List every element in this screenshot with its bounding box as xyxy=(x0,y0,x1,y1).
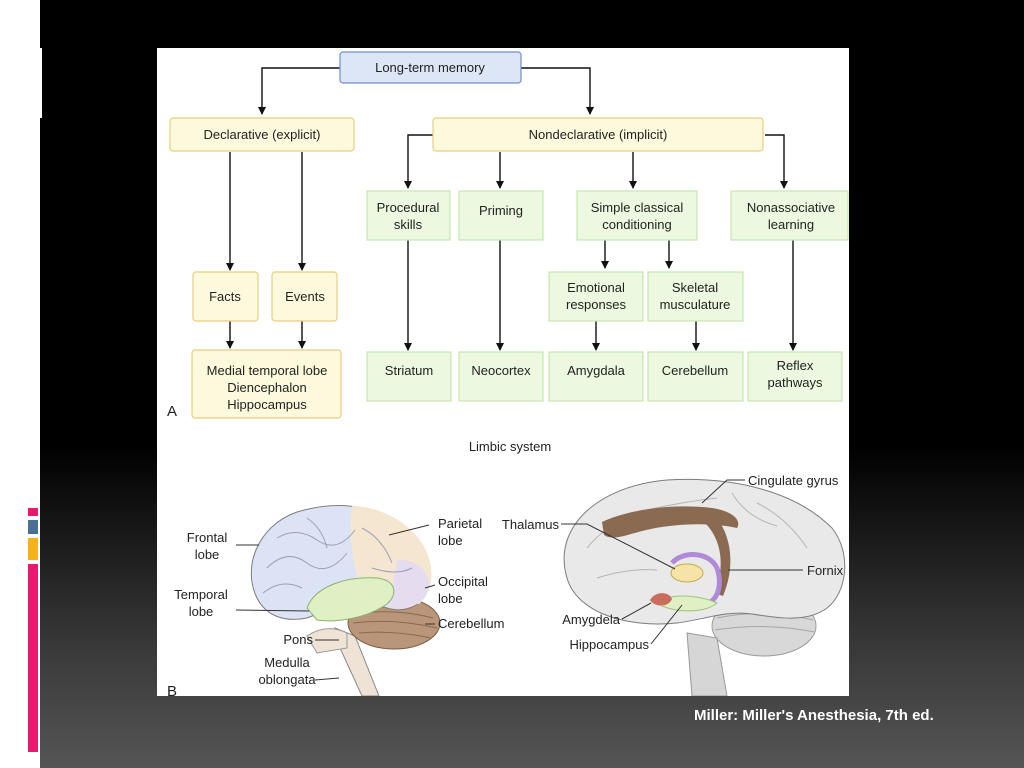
panel-label-b: B xyxy=(167,683,177,696)
label-fornix: Fornix xyxy=(807,563,844,578)
slide-accent-bars xyxy=(28,508,38,756)
node-priming: Priming xyxy=(458,190,544,241)
label-neocortex: Neocortex xyxy=(471,363,531,378)
label-medulla: Medulla xyxy=(264,655,310,670)
label-conditioning: conditioning xyxy=(602,217,671,232)
label-pathways: pathways xyxy=(768,375,823,390)
node-neocortex: Neocortex xyxy=(458,351,544,402)
label-hippocampus: Hippocampus xyxy=(570,637,650,652)
source-caption: Miller: Miller's Anesthesia, 7th ed. xyxy=(694,707,934,724)
label-striatum: Striatum xyxy=(385,363,433,378)
slide-decoration-icon xyxy=(24,48,42,118)
label-procedural: Procedural xyxy=(377,200,440,215)
node-skeletal-musculature: Skeletal musculature xyxy=(647,271,744,322)
node-facts: Facts xyxy=(192,271,259,322)
node-emotional-responses: Emotional responses xyxy=(548,271,644,322)
accent-bar-blue xyxy=(28,520,38,534)
label-priming: Priming xyxy=(479,203,523,218)
label-parietal-lobe: lobe xyxy=(438,533,463,548)
lateral-brain-illustration xyxy=(250,505,441,696)
label-medial-temporal-lobe: Medial temporal lobe xyxy=(207,363,328,378)
node-events: Events xyxy=(271,271,338,322)
label-occipital: Occipital xyxy=(438,574,488,589)
connector-lines xyxy=(226,67,797,351)
node-procedural-skills: Procedural skills xyxy=(366,190,451,241)
label-thalamus: Thalamus xyxy=(502,517,560,532)
lateral-label-lines xyxy=(235,524,436,681)
label-occipital-lobe: lobe xyxy=(438,591,463,606)
label-cerebellum: Cerebellum xyxy=(662,363,728,378)
label-amygdela: Amygdela xyxy=(562,612,621,627)
node-declarative-site: Medial temporal lobe Diencephalon Hippoc… xyxy=(191,349,342,419)
node-nondeclarative: Nondeclarative (implicit) xyxy=(432,117,764,152)
medial-brain-illustration xyxy=(563,478,846,696)
label-facts: Facts xyxy=(209,289,241,304)
label-skills: skills xyxy=(394,217,423,232)
label-pons: Pons xyxy=(283,632,313,647)
label-skeletal: Skeletal xyxy=(672,280,718,295)
label-long-term-memory: Long-term memory xyxy=(375,60,485,75)
label-diencephalon: Diencephalon xyxy=(227,380,307,395)
label-responses: responses xyxy=(566,297,626,312)
label-emotional: Emotional xyxy=(567,280,625,295)
label-amygdala: Amygdala xyxy=(567,363,626,378)
label-hippocampus-site: Hippocampus xyxy=(227,397,307,412)
limbic-system-title: Limbic system xyxy=(469,439,551,454)
label-nondeclarative: Nondeclarative (implicit) xyxy=(529,127,668,142)
node-cerebellum: Cerebellum xyxy=(647,351,744,402)
label-frontal: Frontal xyxy=(187,530,228,545)
label-lateral-cerebellum: Cerebellum xyxy=(438,616,504,631)
accent-bar-pink-long xyxy=(28,564,38,752)
label-temporal: Temporal xyxy=(174,587,228,602)
node-long-term-memory: Long-term memory xyxy=(339,51,522,84)
node-reflex-pathways: Reflex pathways xyxy=(747,351,843,402)
label-parietal: Parietal xyxy=(438,516,482,531)
label-oblongata: oblongata xyxy=(258,672,316,687)
label-nonassociative: Nonassociative xyxy=(747,200,835,215)
label-events: Events xyxy=(285,289,325,304)
label-frontal-lobe: lobe xyxy=(195,547,220,562)
node-striatum: Striatum xyxy=(366,351,452,402)
accent-bar-gold xyxy=(28,538,38,560)
label-simple-classical: Simple classical xyxy=(591,200,684,215)
label-declarative: Declarative (explicit) xyxy=(203,127,320,142)
accent-bar-pink xyxy=(28,508,38,516)
label-musculature: musculature xyxy=(660,297,731,312)
node-declarative: Declarative (explicit) xyxy=(169,117,355,152)
node-amygdala: Amygdala xyxy=(548,351,644,402)
memory-diagram-svg: Long-term memory Declarative (explicit) … xyxy=(167,51,849,696)
label-learning: learning xyxy=(768,217,814,232)
node-nonassociative-learning: Nonassociative learning xyxy=(730,190,849,241)
label-temporal-lobe: lobe xyxy=(189,604,214,619)
medial-label-lines xyxy=(561,479,803,645)
memory-figure: Long-term memory Declarative (explicit) … xyxy=(157,48,849,696)
label-cingulate-gyrus: Cingulate gyrus xyxy=(748,473,839,488)
panel-label-a: A xyxy=(167,403,177,420)
label-reflex: Reflex xyxy=(777,358,814,373)
node-simple-classical-conditioning: Simple classical conditioning xyxy=(576,190,698,241)
